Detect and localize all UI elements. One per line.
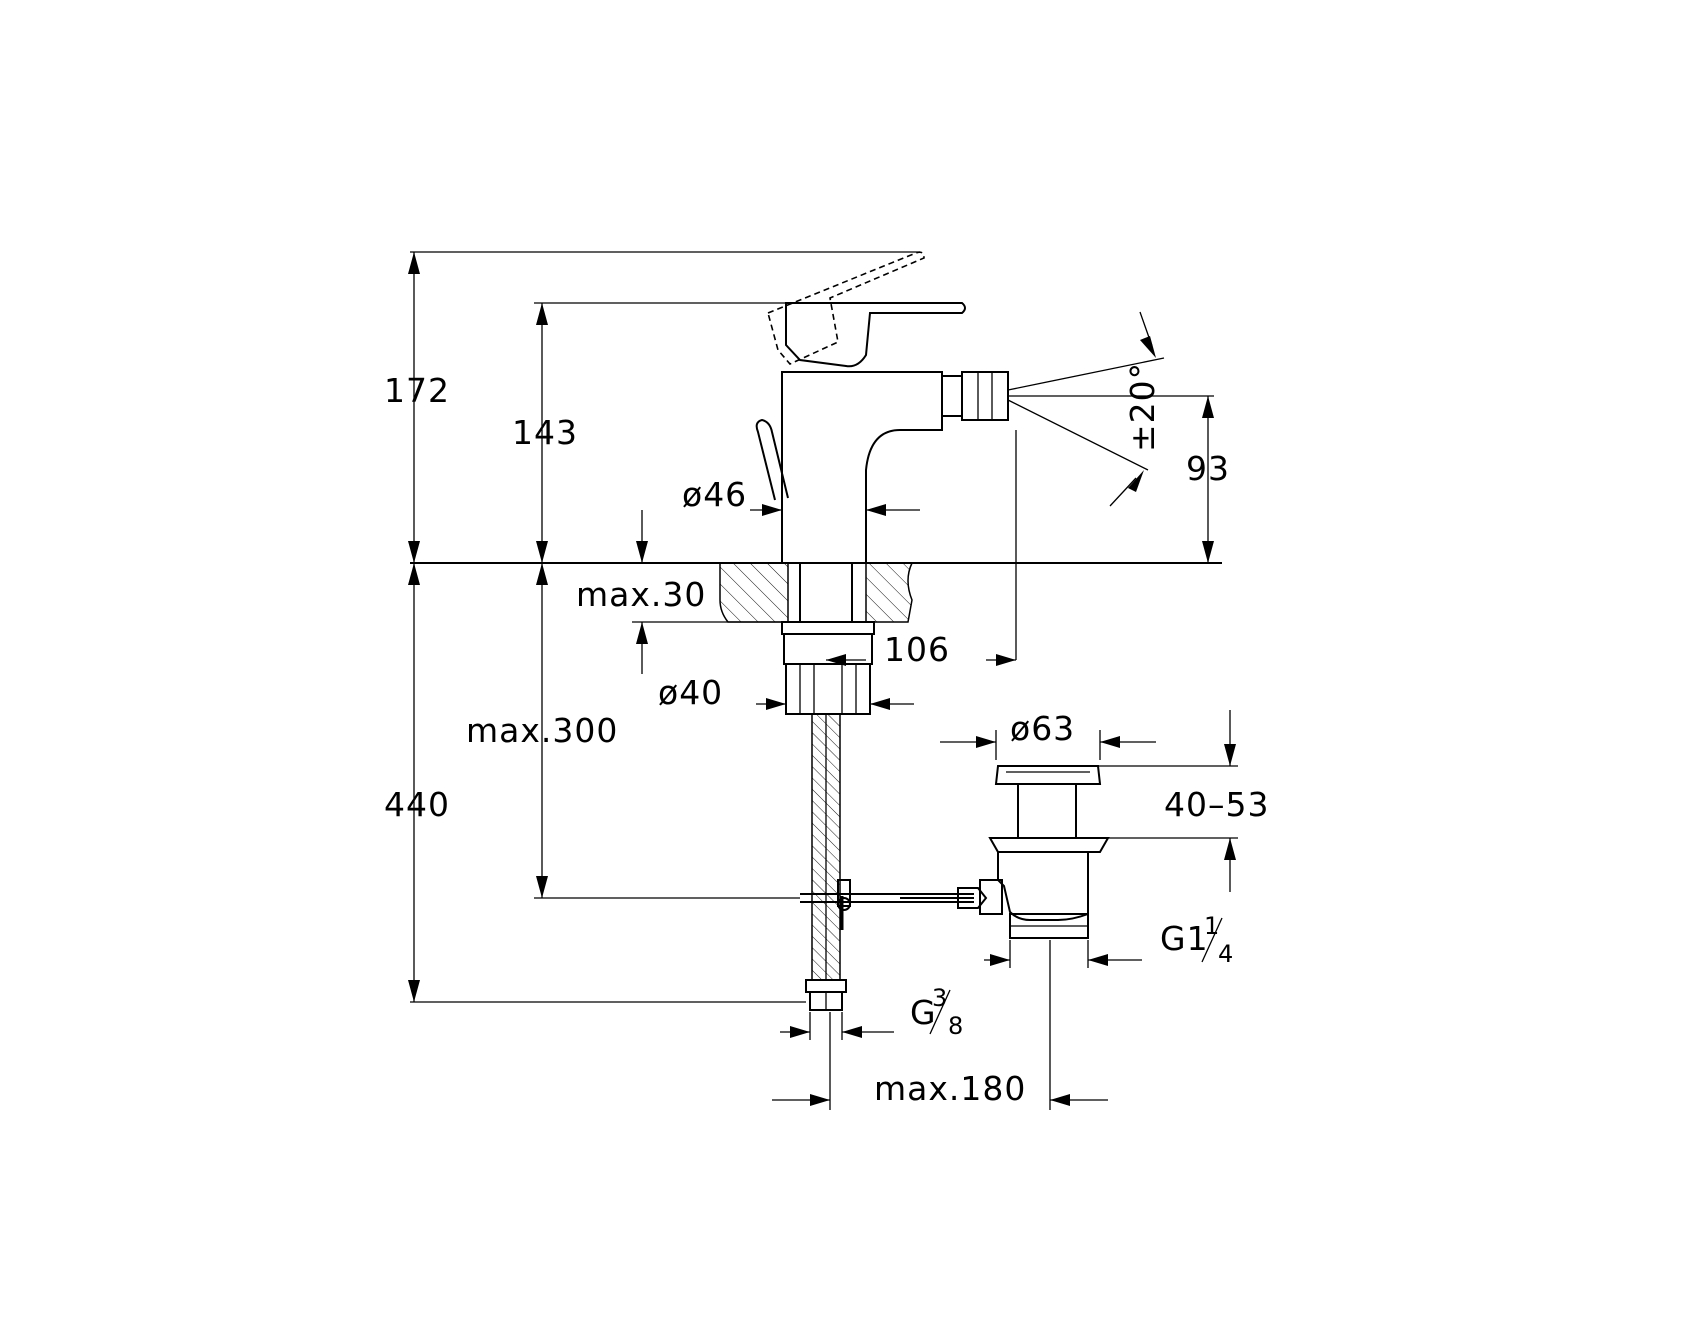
label-g-prefix: G <box>910 993 937 1032</box>
label-g-denominator: 8 <box>948 1012 963 1040</box>
label-dia-46: ø46 <box>682 475 747 514</box>
pop-up-rod-and-waste <box>800 765 1110 939</box>
dimension-lines <box>408 251 1238 1110</box>
label-g1-prefix: G1 <box>1160 919 1209 958</box>
countertop-section <box>410 562 1222 623</box>
label-angle: ±20° <box>1123 362 1162 452</box>
label-g-3-8: G 3 8 <box>910 984 963 1040</box>
dimension-labels: 172 143 93 ø46 ±20° max.30 106 ø40 max.3… <box>384 362 1269 1108</box>
label-172: 172 <box>384 371 450 410</box>
label-93: 93 <box>1186 449 1230 488</box>
label-max-180: max.180 <box>874 1069 1026 1108</box>
label-dia-63: ø63 <box>1010 709 1075 748</box>
label-max-300: max.300 <box>466 711 618 750</box>
label-440: 440 <box>384 785 450 824</box>
label-g1-denominator: 4 <box>1218 940 1233 968</box>
below-deck-assembly <box>781 562 875 1011</box>
label-g-numerator: 3 <box>932 984 947 1012</box>
mixer-body <box>755 251 1009 564</box>
label-dia-40: ø40 <box>658 673 723 712</box>
label-g1-numerator: 1 <box>1204 912 1219 940</box>
label-g1-1-4: G1 1 4 <box>1160 912 1233 968</box>
label-max-30: max.30 <box>576 575 706 614</box>
label-106: 106 <box>884 630 950 669</box>
label-40-53: 40–53 <box>1164 785 1269 824</box>
label-143: 143 <box>512 413 578 452</box>
